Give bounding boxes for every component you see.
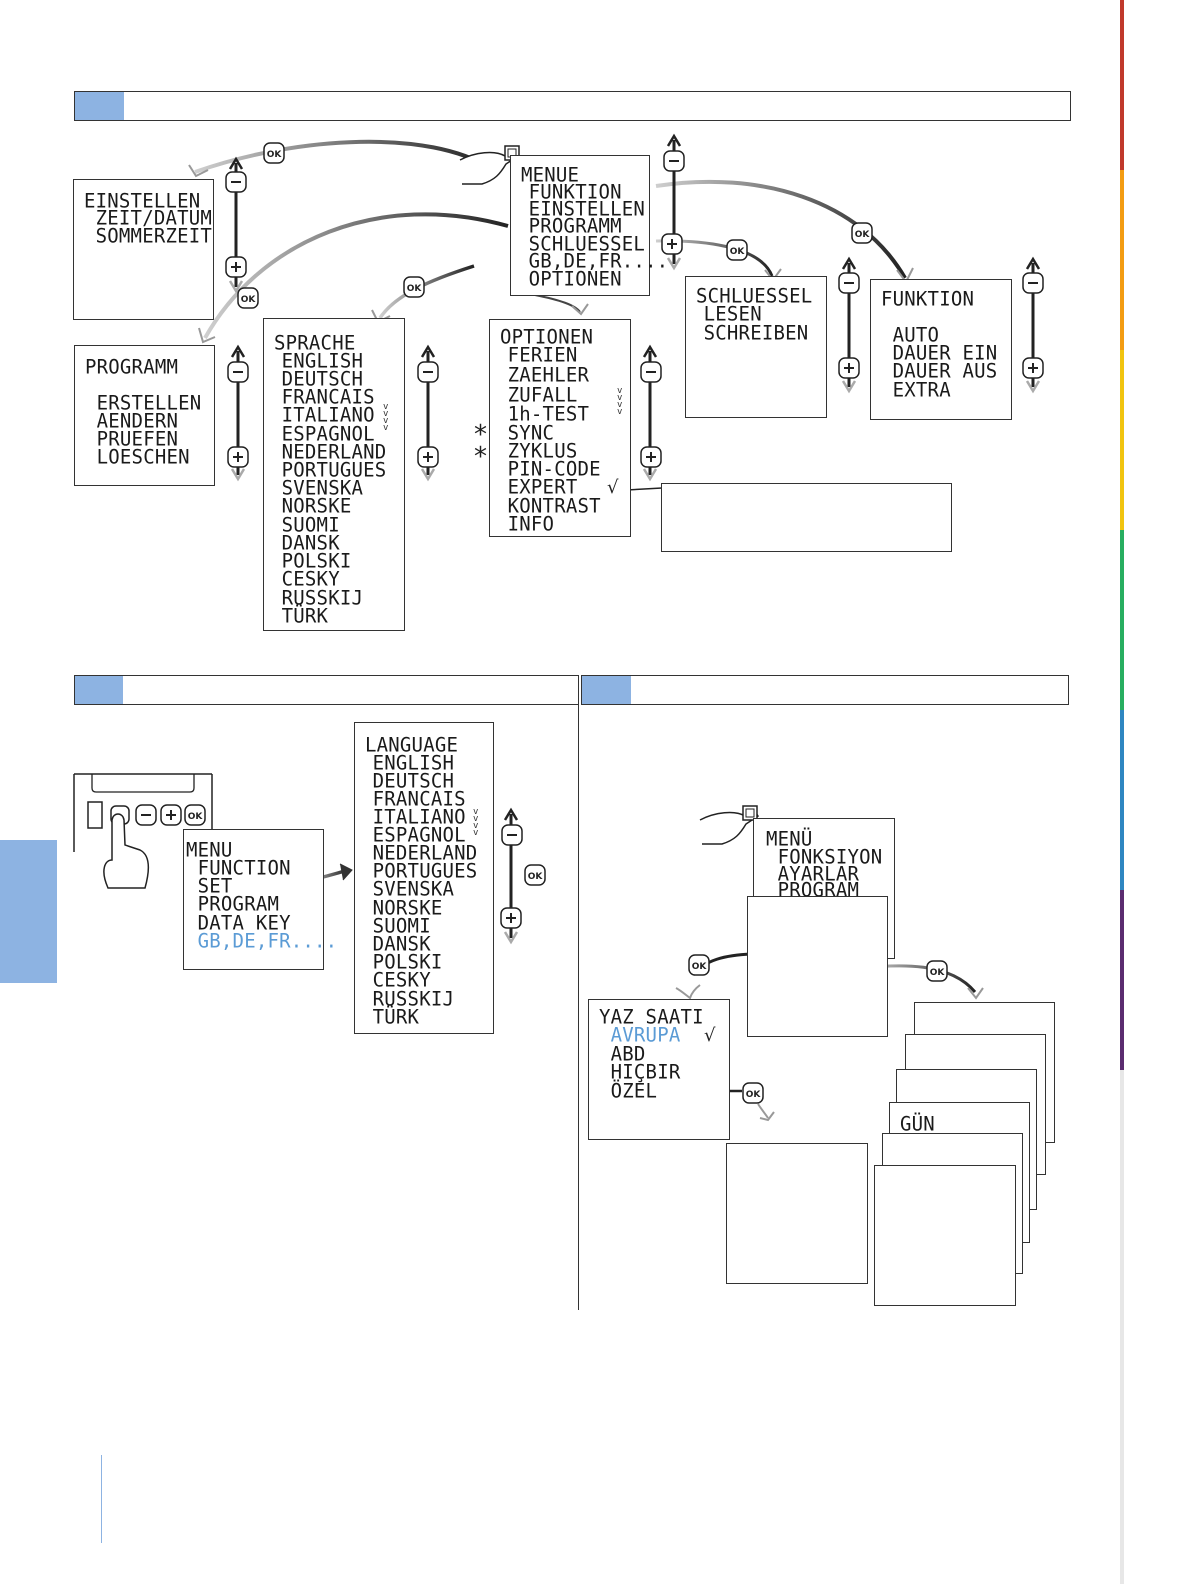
screen-schluessel: SCHLUESSEL LESEN SCHREIBEN xyxy=(685,276,827,418)
screen-einstellen: EINSTELLEN ZEIT/DATUM SOMMERZEIT xyxy=(73,179,214,320)
screen-yaz-saati: YAZ SAATI AVRUPA ABD HIÇBIR ÖZEL xyxy=(588,999,730,1140)
check-mark-icon: √ xyxy=(607,477,619,498)
stacked-screen-front xyxy=(874,1165,1016,1306)
section-header-language xyxy=(74,675,579,705)
pointing-hand-icon xyxy=(699,805,760,845)
screen-menue: MENUE FUNKTION EINSTELLEN PROGRAMM SCHLU… xyxy=(510,155,668,296)
screen-language: LANGUAGE ENGLISH DEUTSCH FRANCAIS ITALIA… xyxy=(354,722,494,1034)
screen-overlay-blank xyxy=(747,896,888,1037)
section-header-summer-time xyxy=(581,675,1069,705)
right-edge-bar xyxy=(1120,0,1124,1584)
screen-programm: PROGRAMM ERSTELLEN AENDERN PRUEFEN LOESC… xyxy=(74,345,215,486)
section-divider xyxy=(578,705,579,1310)
screen-menu-english: MENU FUNCTION SET PROGRAM DATA KEY GB,DE… xyxy=(183,829,337,970)
note-box xyxy=(661,483,952,552)
screen-optionen: OPTIONEN FERIEN ZAEHLER ZUFALL 1h-TEST S… xyxy=(489,319,631,537)
side-accent-tab xyxy=(0,840,57,983)
screen-funktion: FUNKTION AUTO DAUER EIN DAUER AUS EXTRA xyxy=(870,279,1012,420)
section-header-top xyxy=(74,91,1071,121)
footnote-star: * xyxy=(474,420,487,450)
screen-blank-lower xyxy=(726,1143,868,1284)
scroll-arrow-icon: v v v v xyxy=(617,386,623,417)
footnote-star: * xyxy=(474,442,487,472)
screen-sprache: SPRACHE ENGLISH DEUTSCH FRANCAIS ITALIAN… xyxy=(263,318,405,631)
check-mark-icon: √ xyxy=(704,1025,716,1046)
scroll-arrow-icon: v v v v xyxy=(383,402,389,433)
scroll-arrow-icon: v v v v xyxy=(473,807,479,838)
footer-accent-line xyxy=(101,1455,102,1543)
